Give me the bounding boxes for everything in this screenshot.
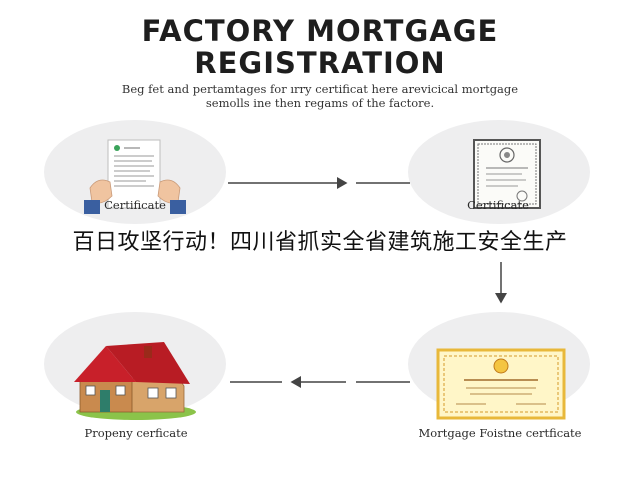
- node-label-top-left: Certificate: [104, 198, 166, 212]
- title-line-2: REGISTRATION: [194, 46, 446, 80]
- document-hands-icon: [84, 139, 186, 214]
- subtitle-line-2: semolls ine then regams of the factore.: [205, 96, 435, 110]
- node-label-bottom-right: Mortgage Foistne certficate: [418, 426, 582, 440]
- house-icon: [74, 342, 196, 420]
- overlay-banner: 百日攻坚行动！四川省抓实全省建筑施工安全生产: [0, 226, 640, 260]
- subtitle: Beg fet and pertamtages for ırry certifi…: [70, 82, 570, 110]
- title-line-1: FACTORY MORTGAGE: [141, 14, 499, 48]
- gold-certificate-icon: [436, 348, 566, 420]
- subtitle-line-1: Beg fet and pertamtages for ırry certifi…: [121, 82, 519, 96]
- node-label-top-right: Certificate: [467, 198, 529, 212]
- node-label-bottom-left: Propeny cerficate: [84, 426, 188, 440]
- certificate-icon: [473, 139, 541, 209]
